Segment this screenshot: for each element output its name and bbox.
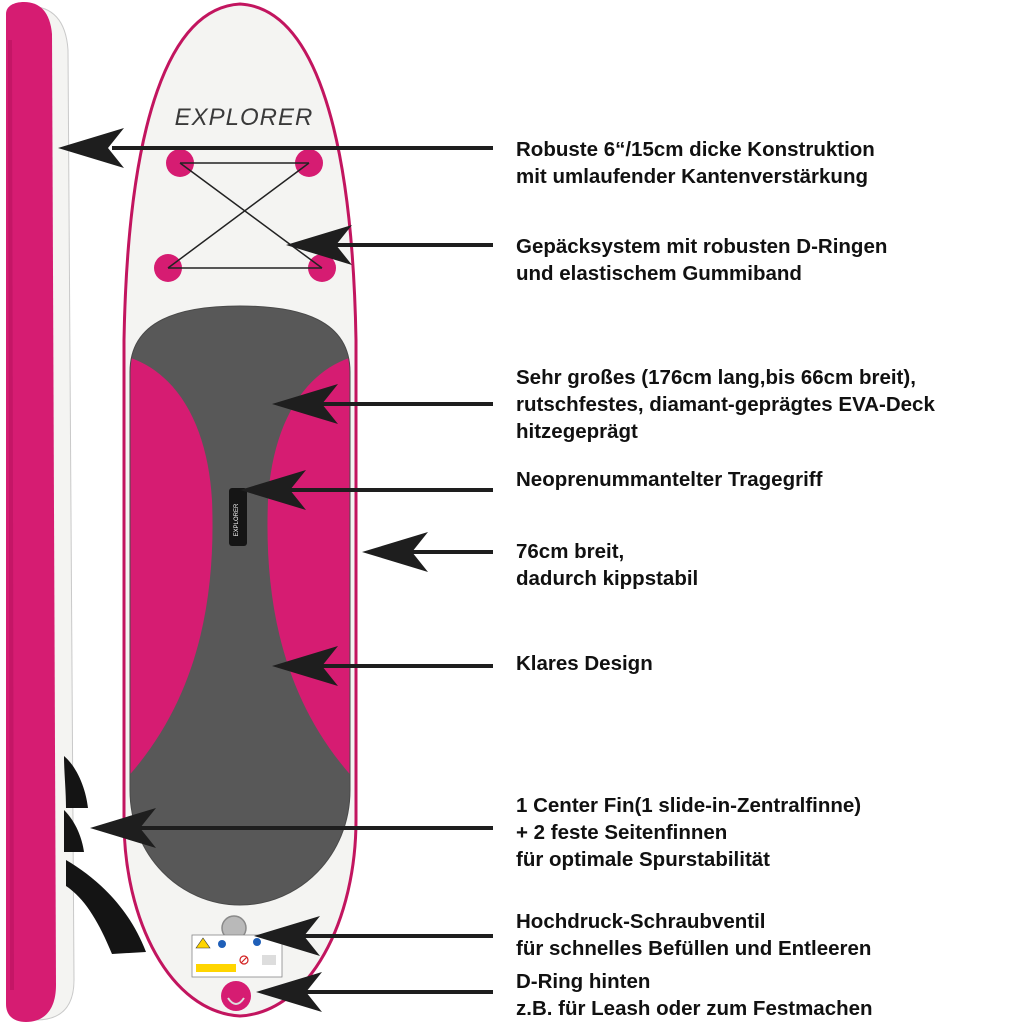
callout-line: für optimale Spurstabilität [516, 848, 770, 871]
callout-line: + 2 feste Seitenfinnen [516, 821, 728, 844]
side-fin-upper [64, 756, 88, 808]
warning-stickers [191, 934, 283, 978]
callout-rear-d-ring: D-Ring hinten z.B. für Leash oder zum Fe… [516, 968, 873, 1022]
deck-outline [129, 305, 351, 906]
center-fin [66, 860, 146, 954]
bungee-cord [167, 162, 323, 269]
callout-line: dadurch kippstabil [516, 567, 699, 590]
callout-valve: Hochdruck-Schraubventil für schnelles Be… [516, 908, 871, 962]
callout-carry-handle: Neoprenummantelter Tragegriff [516, 466, 822, 493]
side-rail-magenta [6, 2, 56, 1022]
board-top-view [122, 2, 358, 1018]
brand-logo: EXPLORER [175, 104, 314, 131]
d-ring-rear [221, 981, 251, 1011]
callout-line: Robuste 6“/15cm dicke Konstruktion [516, 138, 875, 161]
side-rail-shade [8, 40, 14, 990]
callout-line: Sehr großes (176cm lang,bis 66cm breit), [516, 366, 916, 389]
callout-line: hitzegeprägt [516, 420, 638, 443]
d-ring-rear-metal [227, 997, 245, 1005]
callout-construction: Robuste 6“/15cm dicke Konstruktion mit u… [516, 136, 875, 190]
callout-line: mit umlaufender Kantenverstärkung [516, 165, 868, 188]
callout-line: und elastischem Gummiband [516, 262, 802, 285]
callout-line: 1 Center Fin(1 slide-in-Zentralfinne) [516, 794, 862, 817]
callout-line: rutschfestes, diamant-geprägtes EVA-Deck [516, 393, 935, 416]
callout-line: Hochdruck-Schraubventil [516, 910, 766, 933]
callout-arrows [58, 128, 493, 1012]
callout-line: für schnelles Befüllen und Entleeren [516, 937, 872, 960]
callout-line: Neoprenummantelter Tragegriff [516, 468, 823, 491]
callout-line: z.B. für Leash oder zum Festmachen [516, 997, 873, 1020]
handle-logo: EXPLORER [234, 503, 240, 536]
callout-width: 76cm breit, dadurch kippstabil [516, 538, 698, 592]
callout-line: Klares Design [516, 652, 653, 675]
board-side-view [6, 2, 146, 1022]
callout-line: 76cm breit, [516, 540, 625, 563]
callout-eva-deck: Sehr großes (176cm lang,bis 66cm breit),… [516, 364, 935, 445]
callout-line: Gepäcksystem mit robusten D-Ringen [516, 235, 888, 258]
callout-luggage-system: Gepäcksystem mit robusten D-Ringen und e… [516, 233, 887, 287]
callout-fins: 1 Center Fin(1 slide-in-Zentralfinne) + … [516, 792, 861, 873]
callout-design: Klares Design [516, 650, 653, 677]
deck-grey-center [130, 306, 350, 905]
carry-handle [229, 488, 247, 546]
side-fin-lower [64, 810, 84, 852]
callout-line: D-Ring hinten [516, 970, 651, 993]
eva-deck-pad [130, 306, 350, 905]
